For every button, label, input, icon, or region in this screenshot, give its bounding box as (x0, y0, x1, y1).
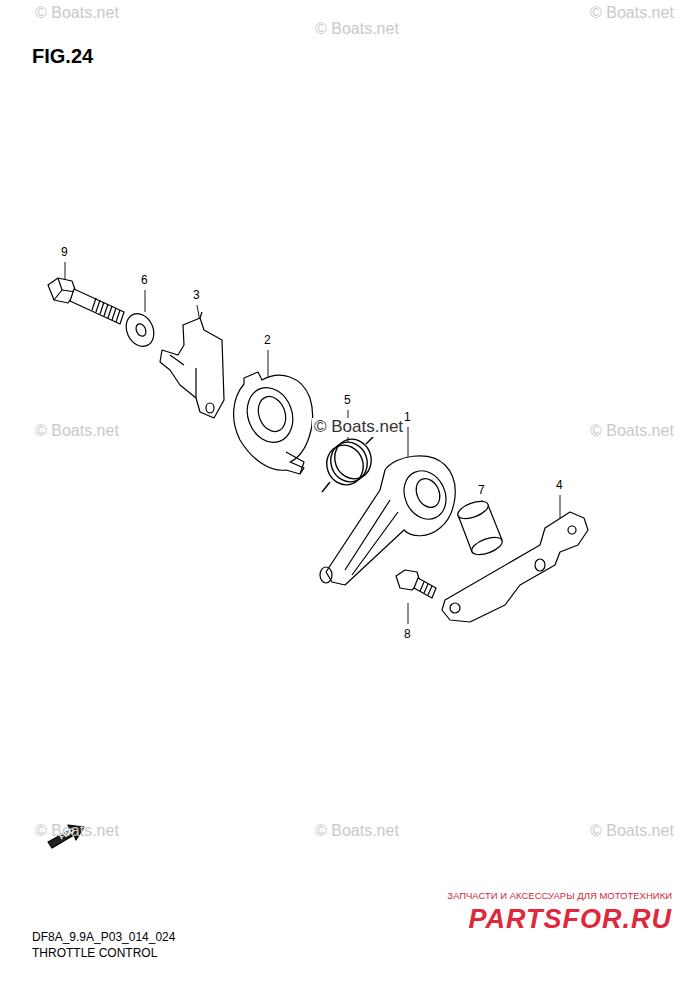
shop-logo: PARTSFOR.RU (468, 905, 672, 935)
spring-5 (321, 434, 377, 492)
washer-6 (121, 309, 159, 351)
link-4 (442, 512, 588, 622)
watermark: © Boats.net (315, 822, 399, 840)
callout-number: 8 (404, 628, 411, 641)
watermark: © Boats.net (35, 822, 119, 840)
bolt-9 (48, 278, 124, 324)
callout-number: 5 (344, 394, 351, 407)
callout-number: 9 (61, 246, 68, 259)
diagram-caption: THROTTLE CONTROL (32, 947, 157, 960)
watermark: © Boats.net (35, 4, 119, 22)
callout-number: 4 (556, 479, 563, 492)
lever-1 (320, 456, 455, 585)
callout-number: 1 (404, 411, 411, 424)
callout-number: 7 (478, 484, 485, 497)
watermark: © Boats.net (590, 4, 674, 22)
shop-tagline: ЗАПЧАСТИ И АКСЕССУАРЫ ДЛЯ МОТОТЕХНИКИ (447, 891, 672, 901)
collar-7 (456, 498, 505, 558)
callout-number: 2 (264, 334, 271, 347)
figure-title: FIG.24 (32, 45, 93, 67)
cam-2 (234, 372, 313, 474)
watermark: © Boats.net (35, 422, 119, 440)
bracket-3 (160, 312, 224, 418)
leader-lines (65, 262, 560, 624)
callout-number: 3 (193, 289, 200, 302)
bolt-8 (396, 570, 436, 598)
callout-number: 6 (141, 274, 148, 287)
diagram-code: DF8A_9.9A_P03_014_024 (32, 931, 175, 944)
watermark: © Boats.net (312, 418, 405, 437)
watermark: © Boats.net (315, 20, 399, 38)
watermark: © Boats.net (590, 422, 674, 440)
watermark: © Boats.net (590, 822, 674, 840)
